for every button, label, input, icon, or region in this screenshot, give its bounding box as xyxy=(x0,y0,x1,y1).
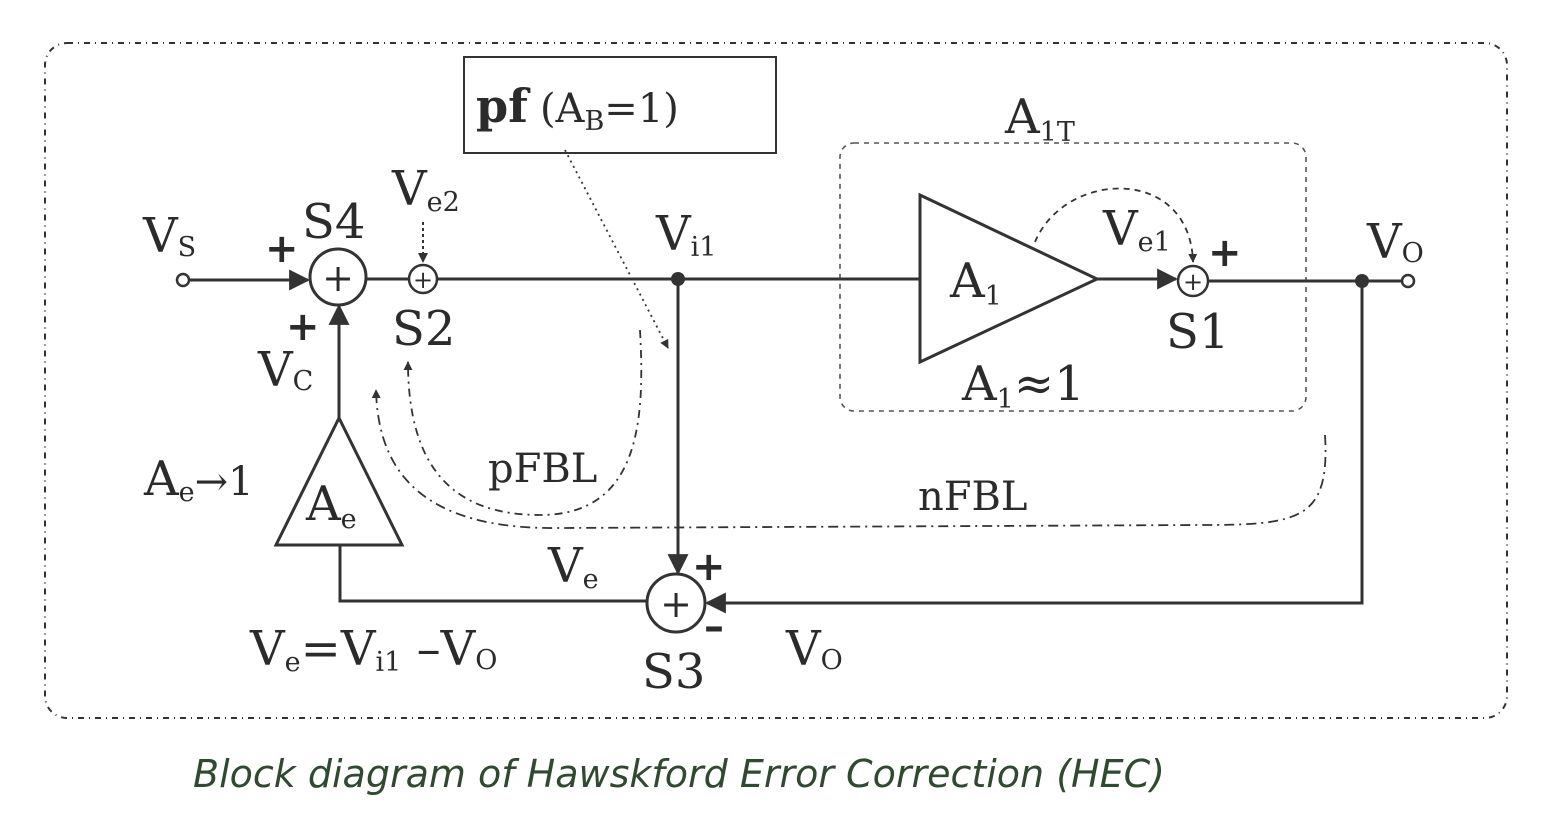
pfbl-label: pFBL xyxy=(488,446,597,492)
ve-label: Ve xyxy=(547,538,599,595)
pf-pointer xyxy=(564,149,669,349)
s3-summer xyxy=(645,572,707,634)
ve-equation: Ve=Vi1 –VO xyxy=(249,621,497,678)
ae-amplifier xyxy=(273,414,405,547)
s3-minus-sign: – xyxy=(704,604,724,650)
ae-label: Ae xyxy=(305,476,357,535)
wire-s3-to-ae xyxy=(338,545,647,603)
vi1-label: Vi1 xyxy=(655,206,717,263)
s3-plus-sign: + xyxy=(692,544,726,590)
outer-frame xyxy=(44,42,1508,719)
diagram-caption: Block diagram of Hawskford Error Correct… xyxy=(193,752,1165,796)
s2-summer-symbol: + xyxy=(413,266,433,294)
vo-output-label: VO xyxy=(1366,214,1424,270)
ve1-injection-path xyxy=(1034,187,1198,263)
a1-label: A1 xyxy=(949,253,1002,312)
pfbl-loop-path xyxy=(403,329,643,516)
vs-input-terminal xyxy=(175,272,191,288)
ve2-label: Ve2 xyxy=(391,161,460,218)
a1t-label: A1T xyxy=(1004,89,1075,148)
s3-label: S3 xyxy=(642,644,705,700)
vc-label: VC xyxy=(257,342,313,398)
a1-amplifier xyxy=(918,192,1101,365)
vs-label: VS xyxy=(142,208,196,264)
vo-feedback-label: VO xyxy=(785,621,843,677)
a1-approx-annotation: A1≈1 xyxy=(961,356,1085,415)
s2-label: S2 xyxy=(392,301,455,357)
s1-plus-sign: + xyxy=(1208,230,1242,276)
s4-plus-input-sign: + xyxy=(265,226,299,272)
s4-summer-symbol: + xyxy=(322,256,354,300)
ve1-label: Ve1 xyxy=(1102,201,1171,258)
pf-callout-label: pf(AB=1) xyxy=(476,79,679,137)
s1-label: S1 xyxy=(1166,304,1229,360)
nfbl-label: nFBL xyxy=(918,474,1027,520)
ae-limit-annotation: Ae→1 xyxy=(143,451,254,508)
a1t-group-box xyxy=(839,142,1307,412)
s3-summer-symbol: + xyxy=(660,582,692,626)
s4-plus-bottom-sign: + xyxy=(286,304,320,350)
pf-callout-box xyxy=(463,56,777,154)
s4-label: S4 xyxy=(302,194,365,250)
vo-output-terminal xyxy=(1400,273,1416,289)
wire-vo-to-s3 xyxy=(704,281,1364,614)
s1-summer-symbol: + xyxy=(1183,268,1203,296)
